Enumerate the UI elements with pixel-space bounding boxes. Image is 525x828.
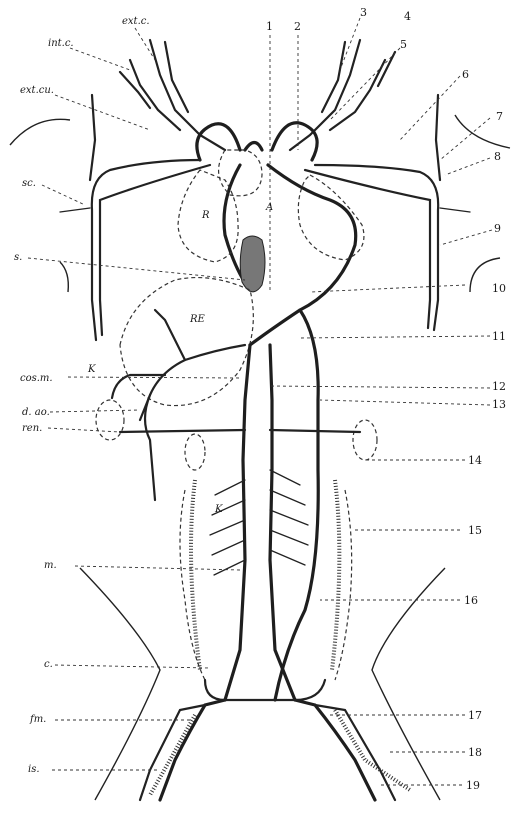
hepatic-vessels [112, 310, 245, 500]
label-int-c: int.c. [48, 38, 74, 49]
label-3: 3 [360, 6, 367, 19]
intestine [180, 480, 352, 680]
label-17: 17 [468, 709, 482, 722]
label-a: A [265, 202, 273, 213]
label-d-ao: d. ao. [22, 407, 50, 418]
kidneys [96, 400, 377, 470]
label-ren: ren. [22, 423, 42, 434]
label-15: 15 [468, 524, 482, 537]
aortic-arches [197, 123, 356, 345]
label-ext-cu: ext.cu. [20, 85, 54, 96]
label-8: 8 [494, 150, 501, 163]
label-m: m. [44, 560, 57, 571]
label-2: 2 [294, 20, 301, 33]
segmental-arteries [120, 430, 360, 575]
carotid-arteries [120, 40, 395, 150]
abbreviation-labels: ext.c. int.c. ext.cu. sc. s. cos.m. d. a… [14, 16, 150, 775]
label-13: 13 [492, 398, 506, 411]
label-7: 7 [496, 110, 503, 123]
label-12: 12 [492, 380, 506, 393]
label-10: 10 [492, 282, 506, 295]
label-5: 5 [400, 38, 407, 51]
label-14: 14 [468, 454, 482, 467]
label-6: 6 [462, 68, 469, 81]
label-sc: sc. [22, 178, 36, 189]
leader-lines-left [28, 28, 245, 770]
label-s: s. [14, 252, 22, 263]
arm-vessels [60, 95, 470, 340]
label-r-left: R [201, 210, 210, 221]
leader-lines-right [270, 18, 492, 785]
label-is: is. [28, 764, 40, 775]
label-11a: 11 [492, 330, 506, 343]
label-1: 1 [266, 20, 273, 33]
label-18: 18 [468, 746, 482, 759]
body-outline [10, 115, 510, 800]
label-9: 9 [494, 222, 501, 235]
label-16: 16 [464, 594, 478, 607]
label-re: RE [189, 314, 206, 325]
label-4: 4 [404, 10, 411, 23]
label-fm: fm. [29, 714, 46, 725]
label-k-left: K [87, 364, 96, 375]
label-k-right: K [214, 504, 223, 515]
liver [120, 278, 253, 406]
label-cos-m: cos.m. [20, 373, 53, 384]
label-c: c. [44, 659, 53, 670]
label-ext-c: ext.c. [122, 16, 150, 27]
label-19: 19 [466, 779, 480, 792]
